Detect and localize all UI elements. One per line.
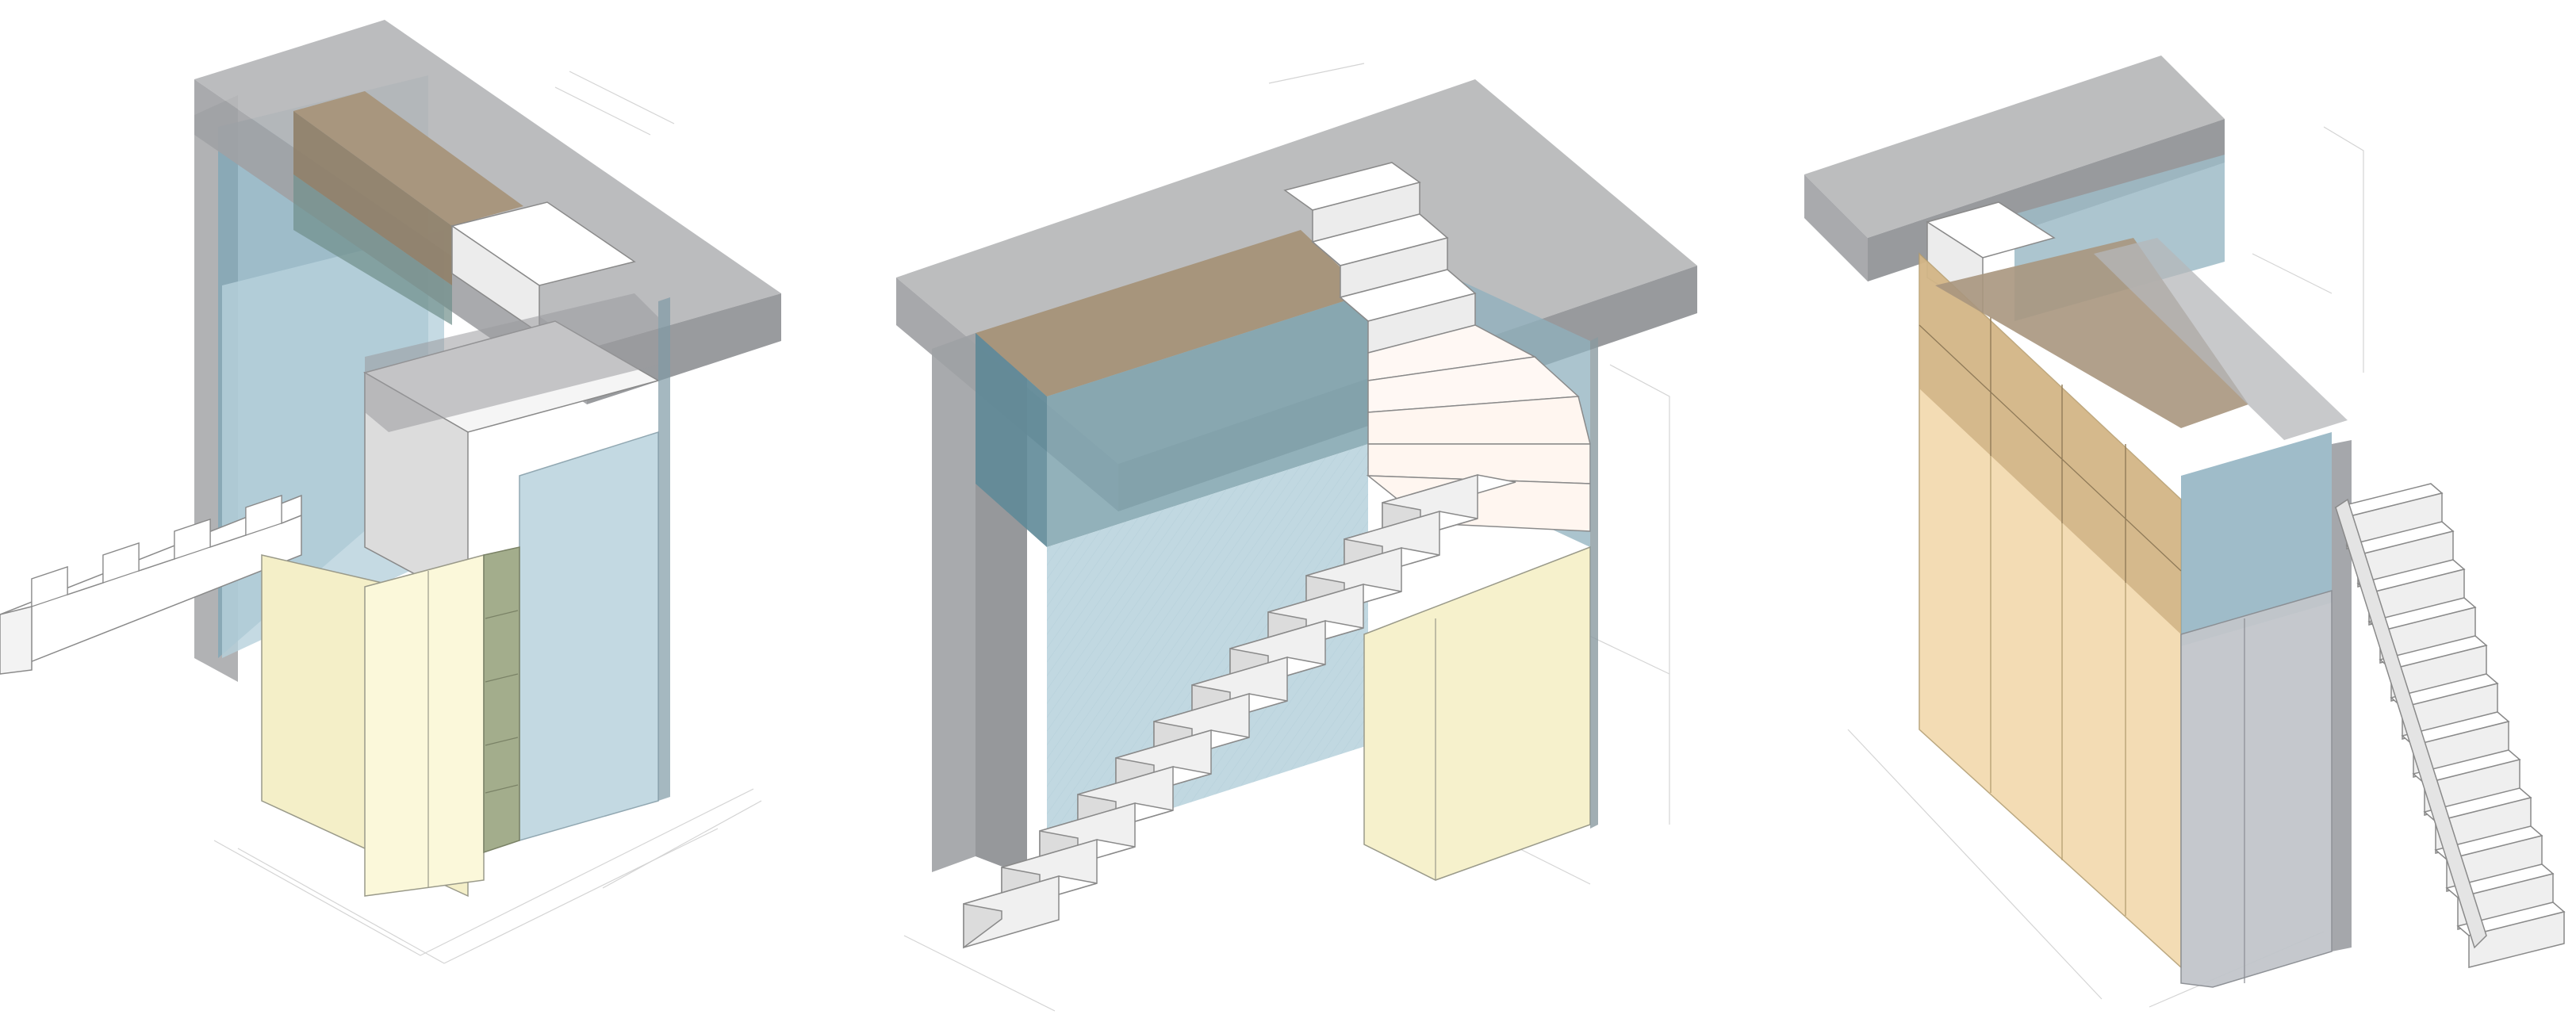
view-middle-isometric xyxy=(896,63,1697,1012)
green-shelf-unit xyxy=(483,546,520,854)
middle-left-column xyxy=(932,333,976,872)
view-right-isometric xyxy=(1804,56,2566,1008)
view-left-isometric xyxy=(0,20,781,964)
dimension-lines-left xyxy=(213,71,762,964)
left-stair-run xyxy=(0,494,302,675)
wood-cabinet-front xyxy=(293,111,452,285)
middle-cream-wardrobe xyxy=(1363,546,1591,881)
right-open-shelves xyxy=(1919,254,2181,634)
right-stair-riser xyxy=(2468,911,2565,968)
right-wood-top xyxy=(1935,238,2248,428)
right-roof-front xyxy=(1804,174,1868,281)
middle-glass-hatch xyxy=(1047,444,1368,848)
middle-main-stair xyxy=(963,474,1516,949)
middle-right-edge xyxy=(1590,337,1598,829)
right-edge-post xyxy=(2332,440,2352,951)
translucent-beam xyxy=(365,293,658,432)
middle-wood-cabinet-front xyxy=(1047,293,1368,547)
front-glass-wall xyxy=(519,431,659,841)
right-stair-stringer xyxy=(2335,498,2487,949)
right-side-stair xyxy=(2334,483,2566,968)
front-glass-edge xyxy=(658,297,670,801)
right-glass-tower xyxy=(2181,432,2332,646)
right-translucent-beam xyxy=(2094,238,2348,440)
middle-wood-cabinet-side xyxy=(976,333,1047,547)
right-roof-top xyxy=(1804,56,2225,238)
wood-cabinet-lower xyxy=(293,174,452,325)
stair-side xyxy=(963,903,1002,949)
cream-wardrobe-front xyxy=(364,554,485,897)
middle-upper-stair xyxy=(1283,162,1591,532)
wood-cabinet-top xyxy=(293,91,523,226)
middle-wood-cabinet-top xyxy=(976,230,1368,396)
right-grey-side-panel xyxy=(2180,590,2333,988)
